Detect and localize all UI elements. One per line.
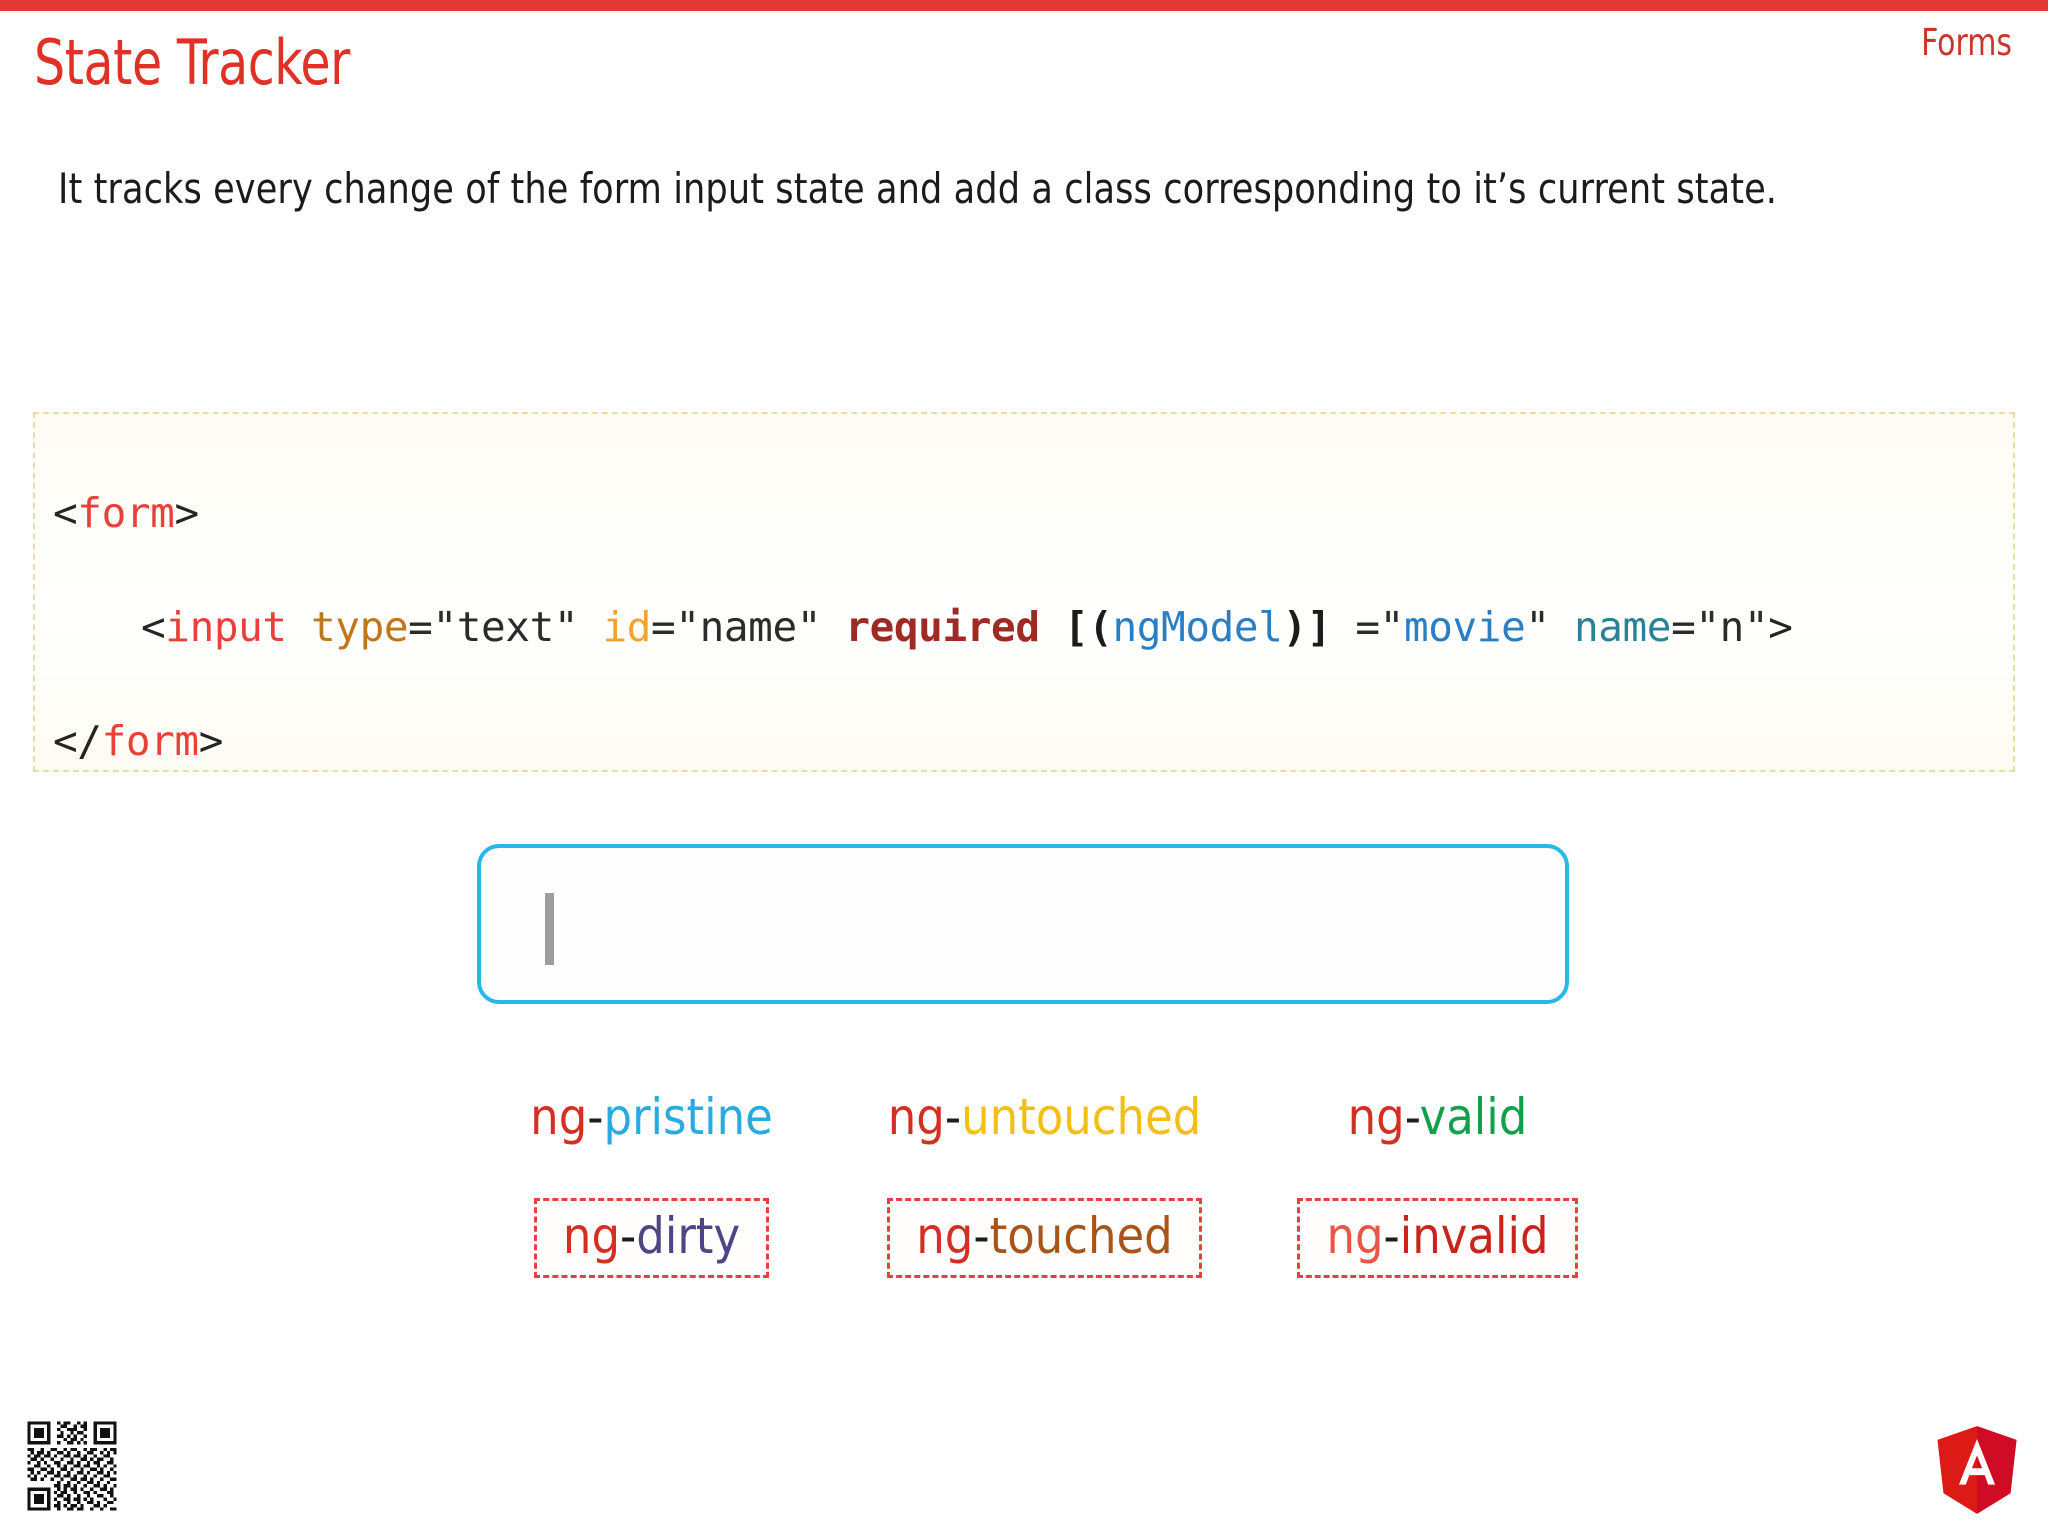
state-box-touched: ng-touched: [887, 1198, 1202, 1278]
state-separator: -: [1404, 1088, 1420, 1146]
state-prefix: ng: [530, 1088, 588, 1146]
state-label-pristine: ng-pristine: [455, 1085, 848, 1149]
state-label-touched: ng-touched: [848, 1198, 1241, 1278]
code-line: <form>: [53, 456, 1995, 570]
state-suffix: invalid: [1399, 1207, 1549, 1265]
code-token-punct: >: [1768, 603, 1793, 651]
code-token-punct: <: [141, 603, 166, 651]
state-prefix: ng: [1347, 1088, 1405, 1146]
lead-paragraph: It tracks every change of the form input…: [58, 164, 1778, 213]
code-token-punct: </: [53, 717, 102, 765]
code-token-tag: input: [165, 603, 287, 651]
code-snippet: <form><input type="text" id="name" requi…: [33, 412, 2015, 772]
top-accent-bar: [0, 0, 2048, 11]
text-caret: [545, 893, 554, 965]
state-suffix: valid: [1419, 1088, 1528, 1146]
code-token-str: ": [1525, 603, 1550, 651]
code-token-punct: >: [198, 717, 224, 765]
state-separator: -: [587, 1088, 604, 1146]
state-prefix: ng: [562, 1207, 621, 1265]
state-suffix: pristine: [603, 1088, 773, 1146]
code-token-attr2: id: [602, 603, 652, 651]
code-token-brk: [(: [1063, 603, 1113, 651]
code-token-str: ="n": [1671, 603, 1769, 651]
state-prefix: ng: [916, 1207, 974, 1265]
code-token-punct: [1550, 603, 1574, 651]
state-label-dirty: ng-dirty: [455, 1198, 848, 1278]
code-token-req: required: [845, 603, 1040, 651]
state-suffix: touched: [989, 1207, 1173, 1265]
code-token-tag: form: [101, 717, 200, 765]
code-token-attr1: type: [311, 603, 409, 651]
code-token-str: ="name": [651, 603, 822, 651]
state-suffix: dirty: [636, 1207, 741, 1265]
code-token-str: ="text": [408, 603, 579, 651]
demo-text-input[interactable]: [477, 844, 1569, 1004]
code-token-punct: [287, 603, 311, 651]
deck-section-label: Forms: [1921, 21, 2012, 64]
state-label-invalid: ng-invalid: [1241, 1198, 1634, 1278]
state-separator: -: [620, 1207, 637, 1265]
code-line: <input type="text" id="name" required [(…: [53, 570, 1995, 684]
code-token-punct: [578, 603, 602, 651]
code-token-str: =": [1355, 603, 1404, 651]
code-token-punct: <: [53, 489, 78, 537]
state-separator: -: [1383, 1207, 1400, 1265]
state-prefix: ng: [887, 1088, 945, 1146]
state-box-dirty: ng-dirty: [533, 1198, 770, 1278]
code-token-punct: [821, 603, 845, 651]
code-token-val: movie: [1403, 603, 1526, 651]
code-token-punct: >: [174, 489, 199, 537]
code-token-punct: [1040, 603, 1064, 651]
code-token-brk: )]: [1282, 603, 1332, 651]
code-token-punct: [1331, 603, 1355, 651]
code-token-attr3: name: [1573, 603, 1672, 651]
state-label-valid: ng-valid: [1241, 1085, 1634, 1149]
code-token-ng: ngModel: [1112, 603, 1283, 651]
angular-logo-icon: [1934, 1424, 2020, 1516]
code-token-tag: form: [77, 489, 175, 537]
state-prefix: ng: [1326, 1207, 1384, 1265]
page-title: State Tracker: [34, 26, 350, 99]
state-separator: -: [944, 1088, 962, 1146]
state-separator: -: [973, 1207, 990, 1265]
state-suffix: untouched: [961, 1088, 1202, 1146]
code-line: </form>: [53, 684, 1995, 798]
qr-code-icon: [24, 1418, 120, 1514]
state-box-invalid: ng-invalid: [1297, 1198, 1578, 1278]
state-label-untouched: ng-untouched: [848, 1085, 1241, 1149]
